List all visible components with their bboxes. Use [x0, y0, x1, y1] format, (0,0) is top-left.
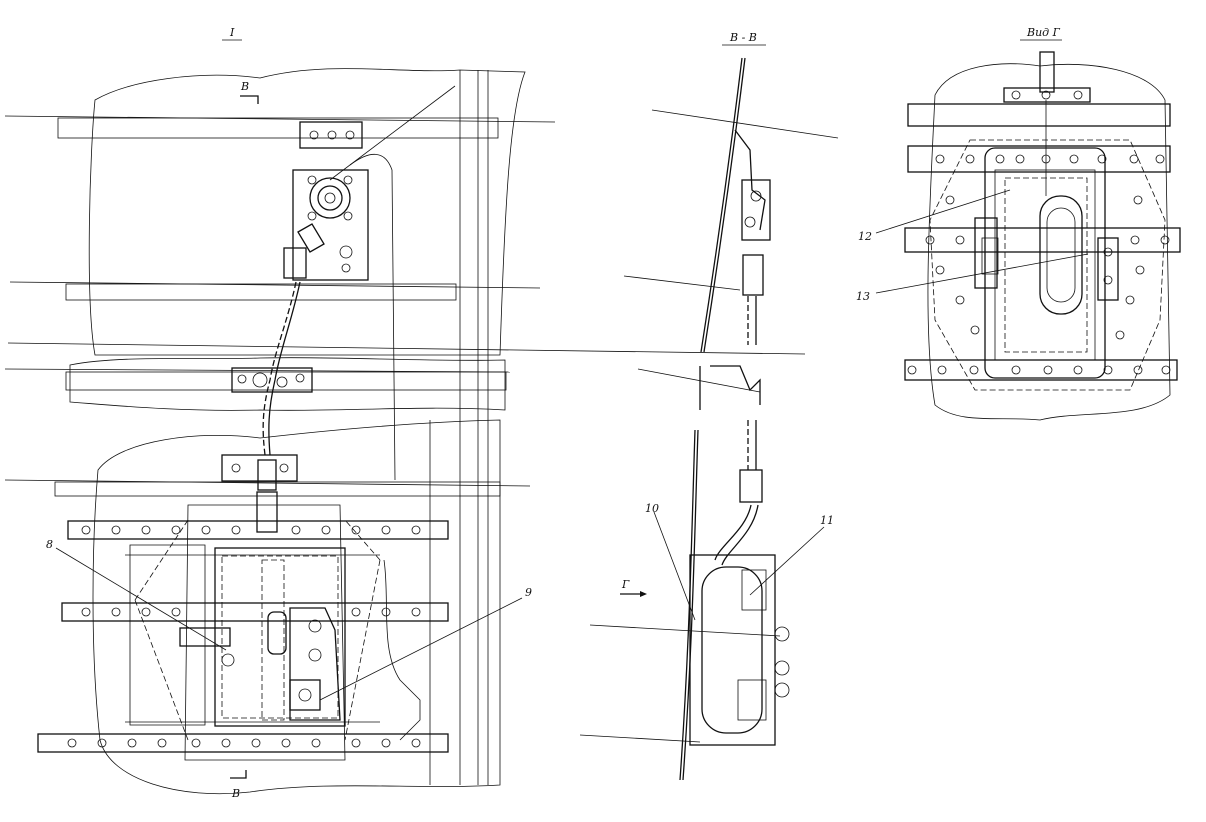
callout-11: 11	[820, 514, 834, 527]
view-i: I	[4, 26, 806, 800]
view-g: Вид Г	[856, 26, 1181, 421]
callout-8: 8	[46, 538, 53, 551]
callout-13: 13	[856, 290, 870, 303]
callout-9: 9	[525, 586, 532, 599]
callout-12: 12	[858, 230, 872, 243]
bolt-row-upper	[81, 525, 421, 535]
view-g-title: Вид Г	[1026, 26, 1061, 39]
view-g-bolts	[907, 154, 1171, 375]
section-marker-top: В	[240, 80, 249, 93]
section-marker-bottom: В	[231, 787, 240, 800]
bolt-row-middle	[81, 607, 421, 617]
bolt-row-lower	[67, 738, 421, 748]
arrow-g-label: Г	[621, 578, 630, 591]
callout-10: 10	[645, 502, 659, 515]
section-b-b: В - В Г	[579, 31, 839, 781]
section-b-b-title: В - В	[729, 31, 757, 44]
view-i-title: I	[229, 26, 235, 39]
